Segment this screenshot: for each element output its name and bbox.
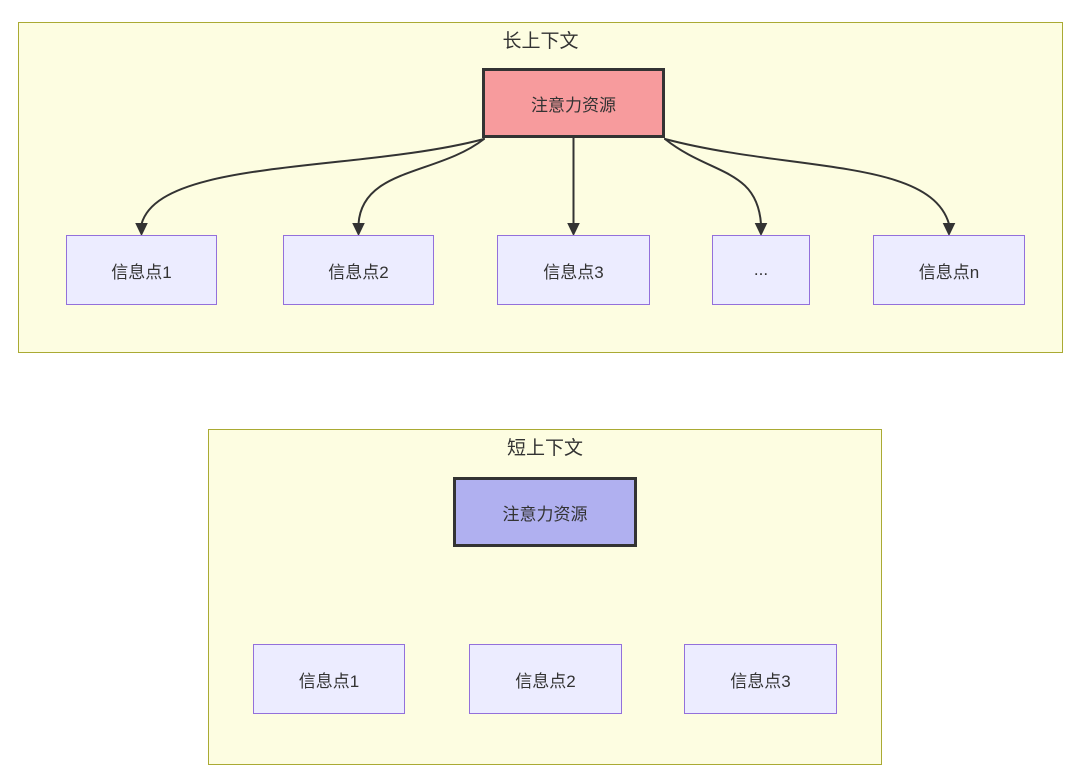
info-node-long-3: 信息点3 xyxy=(497,235,650,305)
info-node-long-2: 信息点2 xyxy=(283,235,434,305)
info-node-short-2: 信息点2 xyxy=(469,644,622,714)
attention-hub-short: 注意力资源 xyxy=(453,477,637,547)
short-context-title: 短上下文 xyxy=(506,438,583,459)
attention-hub-long: 注意力资源 xyxy=(482,68,665,138)
info-node-long-1: 信息点1 xyxy=(66,235,217,305)
info-node-long-n: 信息点n xyxy=(873,235,1025,305)
long-context-title: 长上下文 xyxy=(502,31,579,52)
info-node-long-ellipsis: ... xyxy=(712,235,810,305)
info-node-short-1: 信息点1 xyxy=(253,644,405,714)
info-node-short-3: 信息点3 xyxy=(684,644,837,714)
